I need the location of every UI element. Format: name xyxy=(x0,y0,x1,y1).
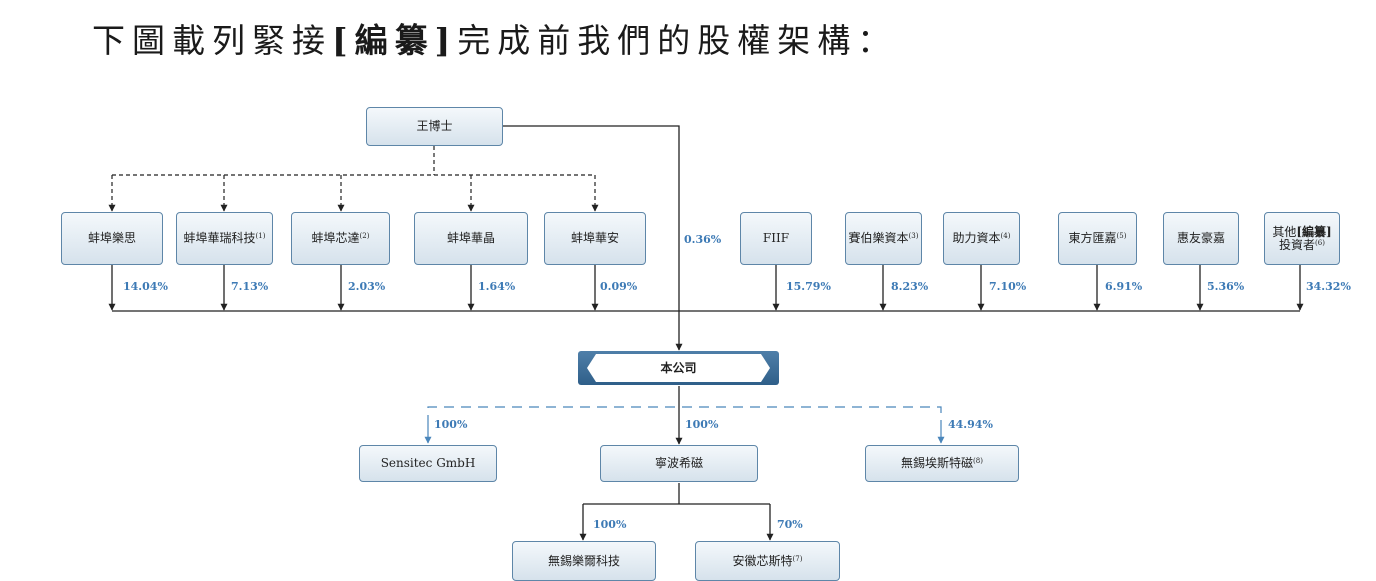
subsidiary-name: 無錫埃斯特磁 xyxy=(901,456,974,470)
heading-text-before: 下圖載列緊接 xyxy=(92,21,332,60)
holder-name: 蚌埠芯達 xyxy=(311,231,360,245)
holder-name: 助力資本 xyxy=(952,231,1001,245)
holder-box-bengbu-huarui-tech: 蚌埠華瑞科技(1) xyxy=(176,212,273,265)
company-subsidiary-lines xyxy=(424,386,945,445)
holder-pct: 8.23% xyxy=(891,280,929,293)
holder-pct: 34.32% xyxy=(1306,280,1351,293)
ningbo-subsidiary-lines xyxy=(579,483,774,541)
holder-box-zhuli-capital: 助力資本(4) xyxy=(943,212,1020,265)
page-heading: 下圖載列緊接[編纂]完成前我們的股權架構： xyxy=(92,14,897,62)
company-banner-shape xyxy=(578,351,779,385)
footnote-marker: (8) xyxy=(973,457,983,465)
subsidiary-box-sensitec: Sensitec GmbH xyxy=(359,445,497,482)
holder-pct: 0.09% xyxy=(600,280,638,293)
holder-box-bengbu-huaan: 蚌埠華安 xyxy=(544,212,646,265)
sub-subsidiary-name: 安徽芯斯特 xyxy=(732,553,793,568)
sub-subsidiary-box-anhui-xinsite: 安徽芯斯特(7) xyxy=(695,541,840,581)
holder-box-bengbu-lesi: 蚌埠樂思 xyxy=(61,212,163,265)
company-name: 本公司 xyxy=(660,361,697,375)
subsidiary-box-ningbo-ximag: 寧波希磁 xyxy=(600,445,758,482)
footnote-marker: (3) xyxy=(908,232,919,240)
holder-name: FIIF xyxy=(762,231,790,245)
sub-subsidiary-pct: 70% xyxy=(777,518,803,531)
holder-box-other-investors: 其他[編纂] 投資者(6) xyxy=(1264,212,1340,265)
holder-name-line2: 投資者(6) xyxy=(1279,237,1325,252)
holder-pct: 15.79% xyxy=(786,280,831,293)
subsidiary-box-wuxi-aist: 無錫埃斯特磁(8) xyxy=(865,445,1019,482)
redacted-bracket: [編纂] xyxy=(1296,224,1332,239)
holder-pct: 14.04% xyxy=(123,280,168,293)
footnote-marker: (7) xyxy=(792,554,803,563)
founder-control-lines xyxy=(108,146,599,212)
holder-pct: 6.91% xyxy=(1105,280,1143,293)
holder-name: 惠友豪嘉 xyxy=(1176,231,1225,245)
holder-name-line1: 其他[編纂] xyxy=(1272,224,1332,239)
subsidiary-pct: 100% xyxy=(434,418,468,431)
founder-box: 王博士 xyxy=(366,107,503,146)
footnote-marker: (5) xyxy=(1116,232,1127,240)
holder-pct: 2.03% xyxy=(348,280,386,293)
sub-subsidiary-pct: 100% xyxy=(593,518,627,531)
holder-pct: 7.10% xyxy=(989,280,1027,293)
holder-box-dongfang-huijia: 東方匯嘉(5) xyxy=(1058,212,1137,265)
holder-pct: 1.64% xyxy=(478,280,516,293)
founder-name: 王博士 xyxy=(416,119,453,133)
holder-pct: 5.36% xyxy=(1207,280,1245,293)
heading-text-after: 完成前我們的股權架構： xyxy=(457,21,898,60)
holder-box-bengbu-huajing: 蚌埠華晶 xyxy=(414,212,528,265)
footnote-marker: (6) xyxy=(1315,238,1325,247)
company-box: 本公司 xyxy=(578,351,779,385)
holder-box-huiyou-haojia: 惠友豪嘉 xyxy=(1163,212,1239,265)
holder-pct: 7.13% xyxy=(231,280,269,293)
founder-direct-pct: 0.36% xyxy=(684,233,722,246)
holder-box-fiif: FIIF xyxy=(740,212,812,265)
footnote-marker: (2) xyxy=(359,232,370,240)
sub-subsidiary-box-wuxi-leer: 無錫樂爾科技 xyxy=(512,541,656,581)
holder-name: 蚌埠樂思 xyxy=(87,231,136,245)
founder-direct-line xyxy=(503,125,683,351)
footnote-marker: (1) xyxy=(255,232,266,240)
subsidiary-name: Sensitec GmbH xyxy=(380,456,476,470)
subsidiary-pct: 100% xyxy=(685,418,719,431)
holder-name: 蚌埠華安 xyxy=(570,231,619,245)
holder-name: 賽伯樂資本 xyxy=(848,231,909,245)
subsidiary-pct: 44.94% xyxy=(948,418,993,431)
footnote-marker: (4) xyxy=(1000,232,1011,240)
holder-lines xyxy=(108,265,1304,312)
holder-name: 東方匯嘉 xyxy=(1068,231,1117,245)
holder-name: 蚌埠華瑞科技 xyxy=(183,231,256,245)
heading-redacted-bracket: [編纂] xyxy=(332,21,458,60)
sub-subsidiary-name: 無錫樂爾科技 xyxy=(547,553,620,568)
holder-box-bengbu-xinda: 蚌埠芯達(2) xyxy=(291,212,390,265)
holder-box-cybernaut-capital: 賽伯樂資本(3) xyxy=(845,212,922,265)
holder-name: 蚌埠華晶 xyxy=(446,231,495,245)
subsidiary-name: 寧波希磁 xyxy=(654,456,703,470)
